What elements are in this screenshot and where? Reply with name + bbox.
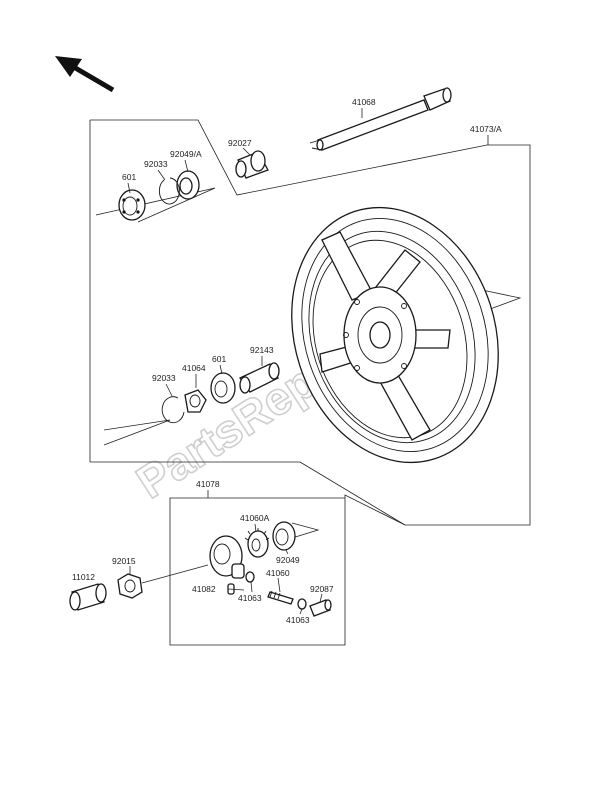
label-41063-a: 41063 bbox=[238, 593, 262, 603]
label-92143: 92143 bbox=[250, 345, 274, 355]
bearing-601-mid bbox=[210, 372, 236, 404]
label-601-mid: 601 bbox=[212, 354, 226, 364]
label-41078: 41078 bbox=[196, 479, 220, 489]
part-labels: 41068 41073/A 92027 92049/A 92033 601 92… bbox=[72, 97, 502, 625]
circlip-92033-top bbox=[158, 177, 180, 205]
washer-41063-b bbox=[297, 598, 307, 610]
spacer-92143 bbox=[239, 362, 280, 394]
spacer-92027 bbox=[235, 150, 269, 179]
wheel-rim-41073a bbox=[291, 206, 499, 464]
gear-housing-41078 bbox=[209, 535, 245, 579]
label-41064: 41064 bbox=[182, 363, 206, 373]
assembly-frame bbox=[89, 119, 531, 646]
pinion-41060 bbox=[267, 590, 294, 605]
label-92027: 92027 bbox=[228, 138, 252, 148]
direction-arrow-icon bbox=[55, 56, 115, 93]
label-41063-b: 41063 bbox=[286, 615, 310, 625]
seal-92049a bbox=[176, 170, 200, 200]
cap-11012 bbox=[69, 583, 107, 611]
label-41060: 41060 bbox=[266, 568, 290, 578]
label-41060a: 41060A bbox=[240, 513, 270, 523]
bushing-92087 bbox=[309, 599, 332, 617]
label-92033-top: 92033 bbox=[144, 159, 168, 169]
label-leaders bbox=[127, 108, 489, 615]
retainer-41064 bbox=[184, 389, 207, 413]
label-92049: 92049 bbox=[276, 555, 300, 565]
label-92015: 92015 bbox=[112, 556, 136, 566]
label-41073a: 41073/A bbox=[470, 124, 502, 134]
bearing-601-top bbox=[118, 189, 146, 221]
label-601-top: 601 bbox=[122, 172, 136, 182]
label-92087: 92087 bbox=[310, 584, 334, 594]
gear-41060a bbox=[244, 528, 270, 558]
circlip-92033-mid bbox=[161, 396, 185, 424]
nut-92015 bbox=[117, 564, 209, 599]
label-41068: 41068 bbox=[352, 97, 376, 107]
label-92033-mid: 92033 bbox=[152, 373, 176, 383]
washer-41063-a bbox=[245, 571, 255, 583]
label-11012: 11012 bbox=[72, 572, 95, 582]
label-92049a: 92049/A bbox=[170, 149, 202, 159]
axle-41068 bbox=[309, 87, 452, 151]
seal-92049 bbox=[272, 521, 296, 551]
label-41082: 41082 bbox=[192, 584, 216, 594]
